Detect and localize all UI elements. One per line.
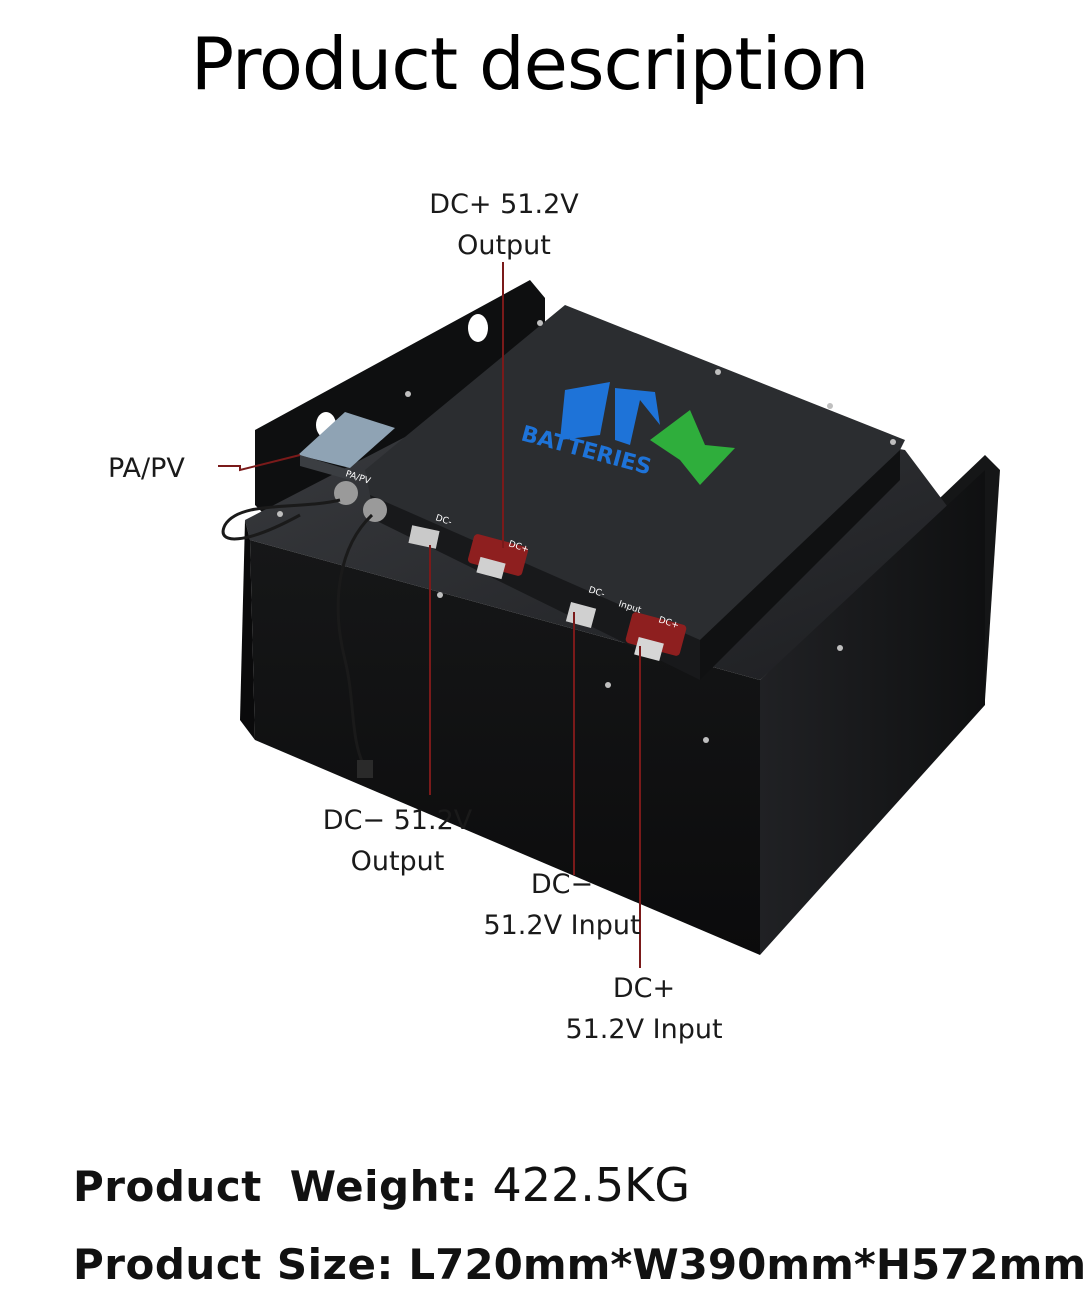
callout-line: Output <box>457 230 551 261</box>
svg-text:DC-: DC- <box>587 585 606 600</box>
svg-text:PA/PV: PA/PV <box>344 469 372 487</box>
side-bracket <box>760 455 1000 870</box>
svg-text:DC-: DC- <box>434 513 453 528</box>
callout-line: DC+ 51.2V <box>429 189 579 220</box>
callout-line: DC− 51.2V <box>322 805 473 836</box>
callout-line: DC+ <box>612 973 676 1004</box>
spec-size-value: L720mm*W390mm*H572mm <box>408 1240 1086 1289</box>
spec-weight-label-b: Weight: <box>289 1162 478 1211</box>
spec-size: Product Size: L720mm*W390mm*H572mm <box>73 1240 1086 1289</box>
spec-weight-value: 422.5KG <box>492 1158 690 1212</box>
page-title: Product description <box>190 22 870 106</box>
back-bracket <box>255 280 545 520</box>
callout-pa-pv: PA/PV <box>108 448 223 489</box>
callout-line: 51.2V Input <box>483 910 641 941</box>
svg-text:DC+: DC+ <box>657 615 680 631</box>
callout-line: 51.2V Input <box>565 1014 723 1045</box>
spec-weight-label-a: Product <box>73 1162 262 1211</box>
svg-text:DC+: DC+ <box>507 539 530 555</box>
callout-line: PA/PV <box>108 453 185 484</box>
callout-dc-negative-input: DC− 51.2V Input <box>462 864 662 946</box>
callout-line: DC− <box>530 869 594 900</box>
top-cover: BATTERIES <box>298 305 905 680</box>
cables <box>221 498 374 778</box>
spec-weight: Product Weight: 422.5KG <box>73 1158 690 1212</box>
svg-text:BATTERIES: BATTERIES <box>518 422 654 481</box>
spec-size-label: Product Size: <box>73 1240 394 1289</box>
callout-dc-negative-output: DC− 51.2V Output <box>300 800 495 882</box>
terminals: PA/PV DC- DC+ DC- Input DC+ <box>334 469 687 662</box>
screws <box>277 320 896 743</box>
svg-text:Input: Input <box>617 599 643 616</box>
callout-line: Output <box>350 846 445 877</box>
jm-logo: BATTERIES <box>518 382 735 485</box>
callout-dc-positive-input: DC+ 51.2V Input <box>544 968 744 1050</box>
callout-dc-positive-output: DC+ 51.2V Output <box>404 184 604 266</box>
